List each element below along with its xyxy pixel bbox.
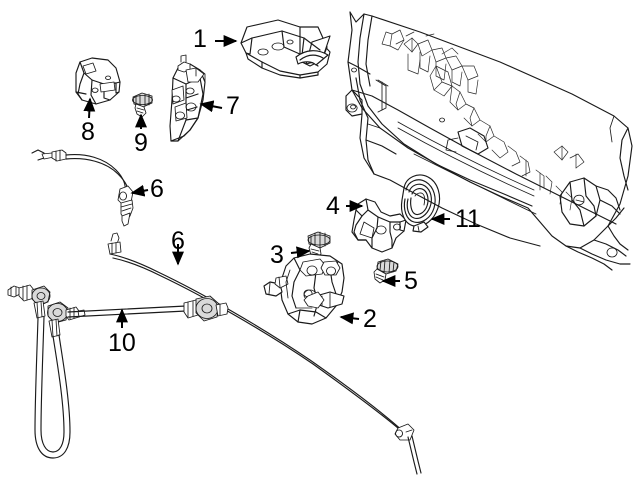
- callout-arrows: [83, 35, 450, 328]
- callout-label-9: 9: [134, 129, 148, 157]
- part-9-bolt: [132, 92, 153, 118]
- callout-label-6-short: 6: [150, 175, 164, 203]
- part-1-outside-handle: [240, 19, 331, 79]
- callout-label-6-long: 6: [171, 227, 185, 255]
- callout-label-8: 8: [81, 118, 95, 146]
- part-2-latch-assembly: [263, 253, 345, 325]
- callout-label-5: 5: [404, 267, 418, 295]
- callout-label-1: 1: [193, 25, 207, 53]
- callout-label-11: 11: [455, 205, 481, 233]
- liftgate-inner-panel: [345, 11, 633, 271]
- part-10-washer-hose-assembly: [7, 284, 229, 459]
- part-5-bolt: [373, 258, 399, 284]
- part-4-striker-bracket: [351, 198, 407, 253]
- part-6b-release-cable-long: [107, 232, 422, 475]
- callout-label-10: 10: [108, 329, 136, 357]
- callout-label-2: 2: [363, 305, 377, 333]
- part-11-grommet: [400, 174, 441, 233]
- callout-label-3: 3: [270, 241, 284, 269]
- callout-label-7: 7: [226, 92, 240, 120]
- part-8-handle-bracket: [75, 57, 121, 105]
- part-6a-release-cable-short: [31, 149, 134, 227]
- callout-label-4: 4: [326, 192, 340, 220]
- part-7-lock-actuator: [169, 54, 206, 142]
